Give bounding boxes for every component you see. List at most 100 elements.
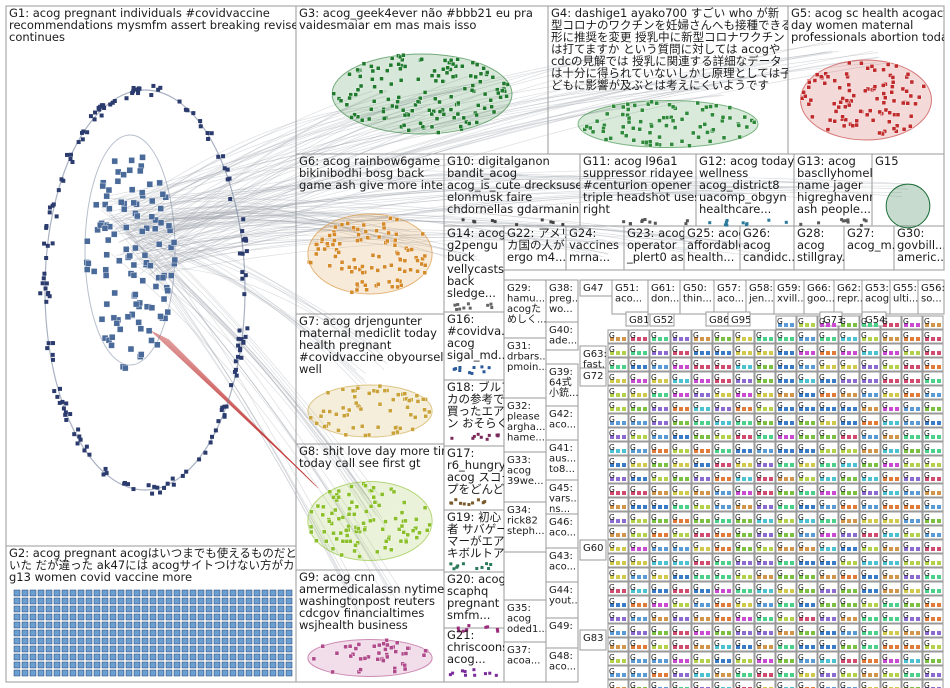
node-marker — [843, 219, 847, 223]
node-marker — [895, 379, 899, 383]
node-marker — [78, 437, 83, 442]
node-marker — [742, 365, 746, 369]
node-marker — [895, 435, 899, 439]
node-marker — [763, 603, 767, 607]
node-marker — [229, 589, 237, 597]
node-marker — [490, 219, 494, 223]
node-marker — [101, 637, 109, 645]
minor-cluster-label: G — [777, 499, 783, 508]
node-marker — [664, 123, 669, 128]
group-label-g51: G51:aco... — [615, 283, 642, 305]
group-label-line: ash people... — [797, 202, 871, 216]
node-marker — [769, 463, 773, 467]
node-marker — [240, 229, 245, 234]
node-marker — [790, 365, 794, 369]
minor-cluster-label: G — [819, 373, 825, 382]
node-marker — [825, 127, 831, 132]
node-marker — [727, 617, 731, 621]
node-marker — [889, 435, 893, 439]
node-marker — [197, 645, 205, 653]
node-marker — [97, 107, 102, 112]
node-marker — [862, 435, 866, 439]
node-marker — [853, 519, 857, 523]
node-marker — [679, 617, 683, 621]
group-label-g39: G39:64式小銃... — [549, 367, 579, 399]
node-marker — [837, 85, 842, 90]
node-marker — [658, 659, 662, 663]
node-marker — [832, 379, 836, 383]
node-marker — [643, 519, 647, 523]
node-marker — [910, 435, 914, 439]
node-marker — [352, 548, 357, 554]
node-marker — [742, 477, 746, 481]
node-marker — [376, 234, 382, 240]
group-label-line: G20: acog — [447, 572, 506, 586]
node-marker — [904, 89, 909, 94]
minor-cluster-label: G — [882, 583, 888, 592]
node-marker — [904, 351, 908, 355]
node-marker — [101, 589, 109, 597]
node-marker — [436, 73, 441, 79]
node-marker — [124, 96, 129, 101]
edge — [142, 246, 367, 384]
node-marker — [685, 547, 689, 551]
node-marker — [694, 463, 698, 467]
minor-cluster-label: G — [798, 625, 804, 634]
node-marker — [399, 510, 405, 515]
minor-cluster-label: G — [756, 527, 762, 536]
node-marker — [44, 281, 49, 286]
node-marker — [253, 605, 261, 613]
node-marker — [349, 115, 354, 120]
node-marker — [453, 303, 457, 307]
node-marker — [725, 218, 729, 222]
node-marker — [778, 519, 782, 523]
node-marker — [382, 116, 387, 121]
group-label-line: G4: dashige1 ayako700 すごい who が新 — [551, 6, 780, 20]
minor-cluster-label: G — [840, 681, 846, 688]
node-marker — [375, 389, 380, 394]
node-marker — [769, 337, 773, 341]
node-marker — [64, 417, 69, 422]
node-marker — [883, 421, 887, 425]
node-marker — [427, 522, 432, 528]
node-marker — [415, 399, 421, 404]
edge — [132, 83, 478, 223]
minor-cluster-label: G — [861, 541, 867, 550]
node-marker — [221, 653, 229, 661]
group-label-line: aco... — [717, 294, 744, 305]
node-marker — [29, 669, 37, 677]
node-marker — [841, 477, 845, 481]
group-label-line: oded1... — [507, 624, 548, 635]
node-marker — [694, 575, 698, 579]
node-marker — [937, 673, 941, 677]
node-marker — [37, 613, 45, 621]
node-marker — [277, 637, 285, 645]
node-marker — [841, 463, 845, 467]
node-marker — [610, 505, 614, 509]
node-marker — [126, 482, 131, 487]
minor-cluster-box — [880, 679, 902, 688]
minor-cluster-label: G — [735, 583, 741, 592]
node-marker — [715, 617, 719, 621]
minor-cluster-label: G — [714, 569, 720, 578]
node-marker — [657, 134, 662, 140]
node-marker — [351, 425, 356, 431]
node-marker — [311, 656, 317, 662]
node-marker — [338, 530, 343, 536]
node-marker — [459, 501, 463, 505]
node-marker — [868, 673, 872, 677]
node-marker — [679, 631, 683, 635]
node-marker — [181, 661, 189, 669]
node-marker — [841, 323, 845, 327]
node-marker — [408, 267, 413, 272]
group-label-line: continues — [9, 30, 65, 44]
node-marker — [874, 603, 878, 607]
node-marker — [784, 421, 788, 425]
node-marker — [910, 603, 914, 607]
node-marker — [706, 589, 710, 593]
minor-cluster-label: G — [924, 429, 930, 438]
group-box-g43 — [545, 547, 579, 583]
